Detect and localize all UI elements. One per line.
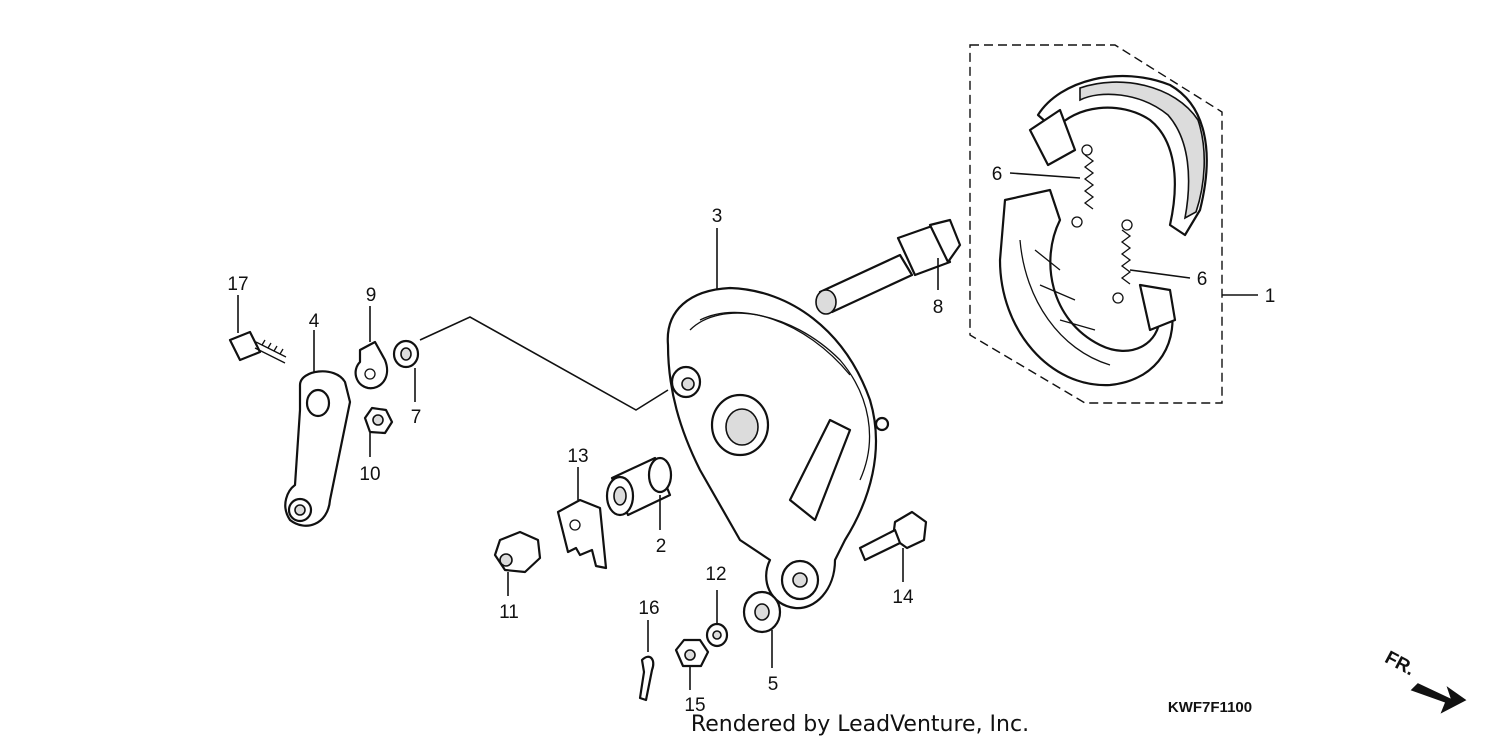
part-label-13: 13: [567, 446, 588, 467]
nut-10: [363, 406, 394, 457]
part-label-1: 1: [1265, 286, 1276, 307]
nut-15: [674, 638, 710, 690]
render-credit: Rendered by LeadVenture, Inc.: [691, 712, 1029, 737]
part-label-5: 5: [768, 674, 779, 695]
part-label-9: 9: [366, 285, 377, 306]
part-label-4: 4: [309, 311, 320, 332]
nut-11: [493, 530, 542, 596]
part-label-12: 12: [705, 564, 726, 585]
front-direction-arrow: [1410, 683, 1467, 714]
washer-12: [705, 590, 729, 648]
cotter-pin-16: [638, 620, 655, 702]
brake-cam: [815, 218, 962, 315]
front-direction-label: FR.: [1381, 647, 1418, 680]
part-label-2: 2: [656, 536, 667, 557]
part-label-15: 15: [684, 695, 705, 716]
arrow-icon: [1410, 683, 1467, 714]
stopper-plate-13: [556, 467, 608, 570]
indicator-plate-9: [354, 306, 389, 390]
bolt-17: [228, 295, 287, 364]
washer-5: [742, 590, 782, 668]
part-label-14: 14: [892, 587, 914, 608]
part-label-3: 3: [712, 206, 723, 227]
brake-panel: [666, 228, 890, 610]
part-label-17: 17: [227, 274, 248, 295]
collar-2: [605, 456, 673, 530]
part-label-6-lower: 6: [1197, 269, 1208, 290]
washer-7: [392, 316, 669, 411]
part-label-11: 11: [499, 602, 519, 623]
part-label-6-upper: 6: [992, 164, 1003, 185]
brake-arm: [284, 330, 352, 527]
part-label-8: 8: [933, 297, 944, 318]
bolt-14: [858, 510, 928, 582]
diagram-code: KWF7F1100: [1168, 699, 1252, 716]
part-label-16: 16: [638, 598, 659, 619]
part-label-10: 10: [359, 464, 380, 485]
brake-shoe-group: [969, 44, 1258, 404]
part-label-7: 7: [411, 407, 422, 428]
